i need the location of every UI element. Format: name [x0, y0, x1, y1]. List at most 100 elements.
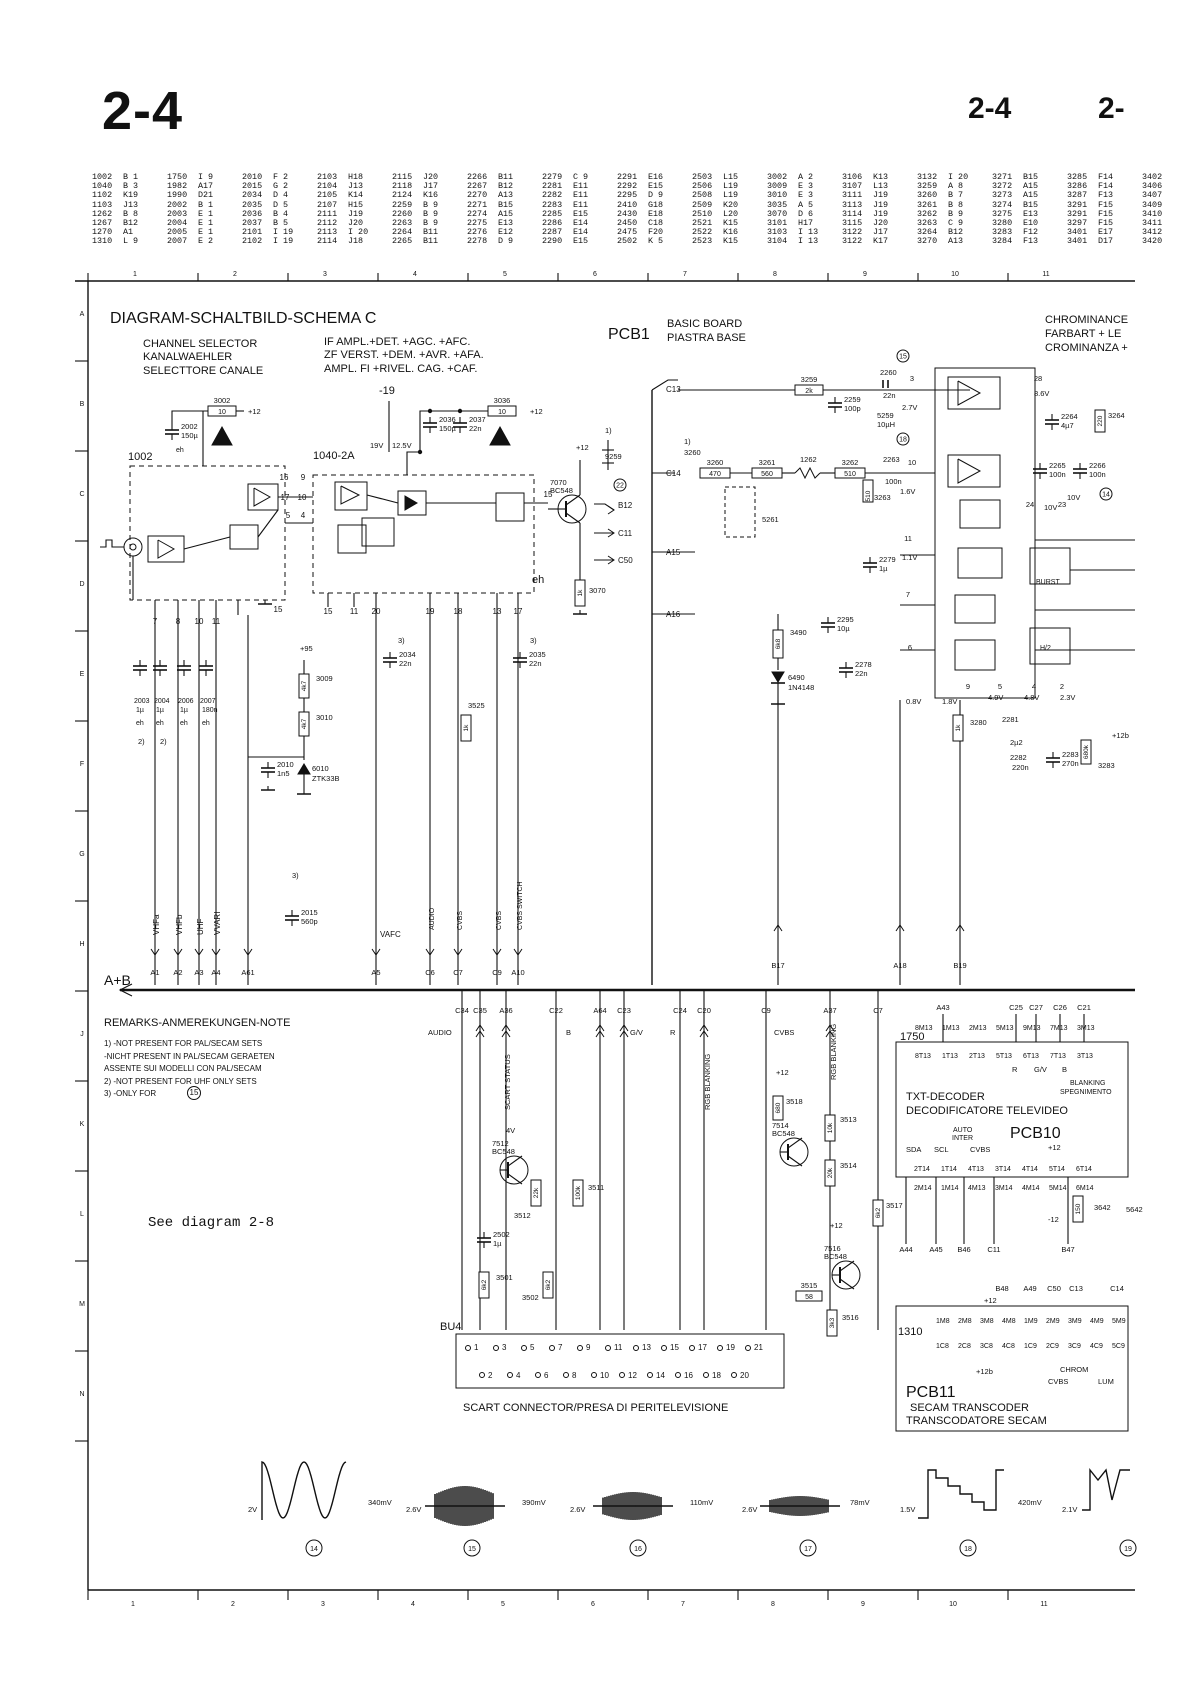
waveform-number: 16 [634, 1546, 642, 1553]
index-cell: F13 [1023, 236, 1039, 247]
scart-pin [661, 1345, 667, 1351]
index-cell: 1002 [92, 172, 113, 182]
signal-label: C50 [1047, 1284, 1061, 1293]
index-cell: 3287 [1067, 190, 1088, 201]
grid-column-label: 5 [501, 1601, 505, 1608]
signal-name: B [1062, 1065, 1067, 1074]
resistor-value: 10k [827, 1122, 834, 1133]
scart-pin-number: 2 [488, 1371, 493, 1380]
pin-label: 7M13 [1050, 1025, 1068, 1032]
index-cell: 3260 [917, 190, 938, 201]
if-block-title: IF AMPL.+DET. +AGC. +AFC. [324, 336, 470, 348]
signal-label: A10 [511, 968, 524, 977]
channel-selector-title: CHANNEL SELECTOR [143, 338, 257, 350]
diagram-title: DIAGRAM-SCHALTBILD-SCHEMA C [110, 310, 376, 327]
scart-pin [549, 1345, 555, 1351]
grid-row-label: E [80, 671, 85, 678]
scart-pin-number: 12 [628, 1371, 637, 1380]
voltage-label: 4.8V [1024, 693, 1039, 702]
signal-label: C34 [455, 1006, 469, 1015]
index-cell: 3402 [1142, 172, 1163, 182]
grid-row-label: B [80, 401, 85, 408]
waveform-level: 2.6V [406, 1505, 421, 1514]
capacitor-value: 150µ [181, 431, 199, 440]
channel-selector-title: SELECTTORE CANALE [143, 365, 263, 377]
index-cell: J19 [873, 190, 889, 201]
wire [366, 494, 399, 504]
capacitor-ref: 2281 [1002, 715, 1019, 724]
pin-number: 8 [176, 617, 181, 626]
capacitor-ref: 2282 [1010, 753, 1027, 762]
capacitor-ref: 2295 [837, 615, 854, 624]
resistor-ref: 3513 [840, 1115, 857, 1124]
pin-label: 1C8 [936, 1343, 949, 1350]
transistor-emitter [839, 1278, 855, 1290]
transistor-emitter [507, 1173, 523, 1185]
index-cell: K16 [423, 190, 439, 201]
secam-title: TRANSCODATORE SECAM [906, 1415, 1047, 1427]
index-cell: E14 [573, 227, 589, 238]
grid-column-label: 10 [949, 1601, 957, 1608]
remark-ref-marker: 15 [187, 1086, 201, 1100]
index-cell: B12 [123, 218, 139, 229]
index-cell: B 7 [948, 190, 964, 201]
signal-name: AUTO [953, 1127, 973, 1134]
capacitor-value: 220n [1012, 763, 1029, 772]
index-cell: E16 [648, 172, 664, 182]
pin-number: 17 [514, 607, 523, 616]
index-cell: 2283 [542, 199, 563, 210]
signal-name: SPEGNIMENTO [1060, 1089, 1112, 1096]
component-ref: 5261 [762, 515, 779, 524]
scart-pin [717, 1345, 723, 1351]
resistor-ref: 3264 [1108, 411, 1125, 420]
signal-label: C25 [1009, 1003, 1023, 1012]
index-cell: 3284 [992, 236, 1013, 247]
signal-label: C14 [1110, 1284, 1124, 1293]
resistor-ref: 3518 [786, 1097, 803, 1106]
signal-label: B19 [953, 961, 966, 970]
index-cell: A15 [498, 208, 514, 219]
arrow [699, 1024, 709, 1032]
chroma-mixer [954, 594, 996, 624]
signal-label: A1 [150, 968, 159, 977]
pin-number: 10 [298, 493, 307, 502]
resistor [772, 629, 784, 659]
resistor-value: 6k2 [875, 1207, 882, 1218]
grid-column-label: 2 [233, 271, 237, 278]
scart-pin-number: 9 [586, 1343, 591, 1352]
index-cell: 2036 [242, 208, 263, 219]
voltage-label: 12.5V [392, 441, 412, 450]
index-cell: 2271 [467, 199, 488, 210]
scart-pin-number: 4 [516, 1371, 521, 1380]
index-cell: 3101 [767, 218, 788, 229]
block-label: H/2 [1040, 645, 1051, 652]
signal-name: G/V [630, 1028, 643, 1037]
index-cell: L13 [873, 181, 889, 192]
marker-label: 14 [1102, 492, 1110, 499]
signal-name: VHFb [175, 914, 184, 935]
scart-pin-number: 13 [642, 1343, 651, 1352]
index-cell: D 5 [273, 199, 289, 210]
pin-number: 6 [908, 643, 912, 652]
index-cell: E12 [498, 227, 514, 238]
eh-label: eh [202, 720, 210, 727]
arrow [475, 1030, 485, 1038]
pin-label: 3C8 [980, 1343, 993, 1350]
voltage-label: 2.7V [902, 403, 917, 412]
resistor-ref: 3517 [886, 1201, 903, 1210]
pin-number: 5 [998, 682, 1002, 691]
index-cell: I 20 [348, 227, 369, 238]
note-ref: 2) [160, 737, 167, 746]
index-cell: 2502 [617, 236, 638, 247]
pin-number: 4 [301, 511, 306, 520]
pin-label: 5M14 [1049, 1185, 1067, 1192]
index-cell: 2037 [242, 218, 263, 229]
transistor-collector [787, 1137, 803, 1149]
index-cell: 1103 [92, 199, 113, 210]
index-cell: 2282 [542, 190, 563, 201]
transistor-collector [565, 494, 581, 506]
